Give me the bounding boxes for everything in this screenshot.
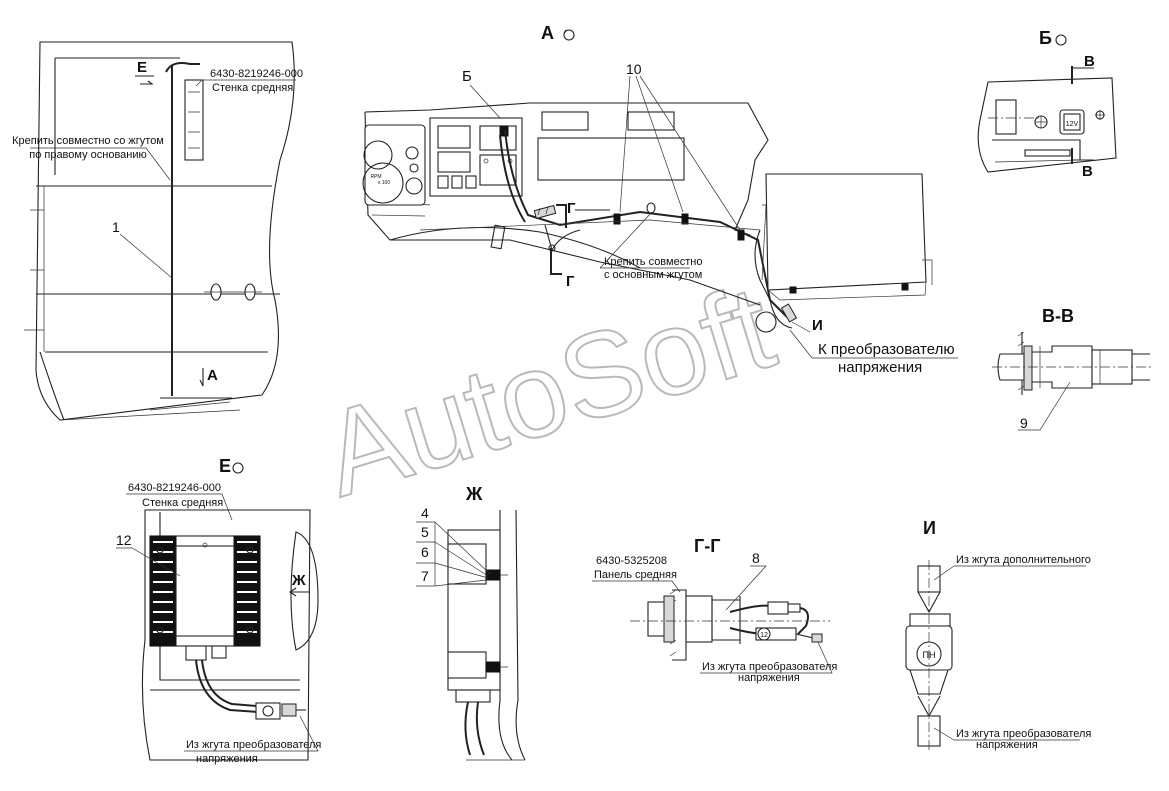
rotation-icon <box>1055 34 1067 46</box>
switch-panel-view <box>977 66 1117 173</box>
leader-line <box>933 565 1086 581</box>
leader-line <box>592 580 681 593</box>
from-additional-label: Из жгута дополнительного <box>956 554 1091 566</box>
panel-part-number: 6430-5325208 <box>596 555 667 567</box>
view-marker-zh: Ж <box>291 572 306 589</box>
leader-line <box>700 641 833 674</box>
wall-part-number: 6430-8219246-000 <box>210 68 303 80</box>
rpm-scale: x 100 <box>378 180 390 186</box>
e-from-converter-1: Из жгута преобразователя <box>186 739 321 751</box>
view-title-b: Б <box>1039 28 1052 48</box>
gg-from-converter-2: напряжения <box>738 672 800 684</box>
to-converter-label-2: напряжения <box>838 359 922 376</box>
arrow-icon <box>135 75 154 85</box>
view-title-i: И <box>923 518 936 538</box>
view-title-e: Е <box>219 456 231 476</box>
leader-line <box>619 75 741 231</box>
section-marker-g-bottom: Г <box>566 273 575 290</box>
leader-line <box>791 321 811 333</box>
dashboard-view <box>362 102 933 333</box>
panel-name: Панель средняя <box>594 569 677 581</box>
watermark: AutoSoft <box>308 259 787 522</box>
position-5: 5 <box>421 524 429 540</box>
section-marker-v-top: В <box>1084 53 1095 70</box>
e-wall-part-number: 6430-8219246-000 <box>128 482 221 494</box>
wall-name: Стенка средняя <box>212 82 293 94</box>
leader-line <box>434 521 491 587</box>
i-from-converter-2: напряжения <box>976 739 1038 751</box>
leader-line <box>789 329 958 359</box>
fix-with-harness-label-2: по правому основанию <box>29 149 147 161</box>
view-title-vv: В-В <box>1042 306 1074 326</box>
section-mark-g <box>556 204 567 228</box>
position-table <box>416 521 436 587</box>
rpm-label: RPM <box>370 174 381 180</box>
cab-wall-view <box>24 41 295 421</box>
switch-wiring-section <box>630 589 830 661</box>
fix-main-label-2: с основным жгутом <box>604 269 702 281</box>
position-6: 6 <box>421 544 429 560</box>
view-title-a: А <box>541 23 554 43</box>
leader-line <box>184 715 319 752</box>
to-converter-label-1: К преобразователю <box>818 341 955 358</box>
position-12: 12 <box>116 532 132 548</box>
fix-with-harness-label-1: Крепить совместно со жгутом <box>12 135 164 147</box>
converter-side-view <box>447 509 526 761</box>
gg-from-converter-1: Из жгута преобразователя <box>702 661 837 673</box>
view-title-zh: Ж <box>465 484 483 504</box>
leader-line <box>1018 381 1071 431</box>
e-wall-name: Стенка средняя <box>142 497 223 509</box>
rotation-icon <box>232 462 244 474</box>
position-10: 10 <box>626 61 642 77</box>
position-1: 1 <box>112 219 120 235</box>
view-marker-e: Е <box>137 59 147 76</box>
arrow-icon <box>289 587 310 597</box>
rotation-icon <box>563 29 567 34</box>
leader-line <box>126 493 233 521</box>
position-8: 8 <box>752 550 760 566</box>
callout-i: И <box>812 317 823 334</box>
leader-line <box>599 211 690 269</box>
i-from-converter-1: Из жгута преобразователя <box>956 728 1091 740</box>
callout-b: Б <box>462 68 472 85</box>
rotation-icon <box>563 29 575 41</box>
leader-line <box>30 147 171 181</box>
socket-label: ПН <box>923 650 936 660</box>
view-marker-a: А <box>207 367 218 384</box>
leader-line <box>195 79 296 87</box>
position-7: 7 <box>421 568 429 584</box>
view-title-gg: Г-Г <box>694 536 720 556</box>
connector-label: 12 <box>760 632 768 639</box>
section-marker-v-bottom: В <box>1082 163 1093 180</box>
converter-mount-view <box>141 509 319 761</box>
section-mark-g <box>550 248 562 275</box>
switch-section-view <box>992 331 1152 395</box>
position-9: 9 <box>1020 415 1028 431</box>
leader-line <box>725 565 767 611</box>
leader-line <box>469 84 501 119</box>
socket-connector-view <box>905 560 953 750</box>
fix-main-label-1: Крепить совместно <box>604 256 702 268</box>
arrow-icon <box>199 368 204 387</box>
position-4: 4 <box>421 505 429 521</box>
leader-line <box>116 547 181 577</box>
leader-line <box>933 727 1080 741</box>
e-from-converter-2: напряжения <box>196 753 258 765</box>
section-marker-g-top: Г <box>567 200 576 217</box>
switch-label: 12V <box>1066 121 1079 128</box>
leader-line <box>119 233 173 279</box>
